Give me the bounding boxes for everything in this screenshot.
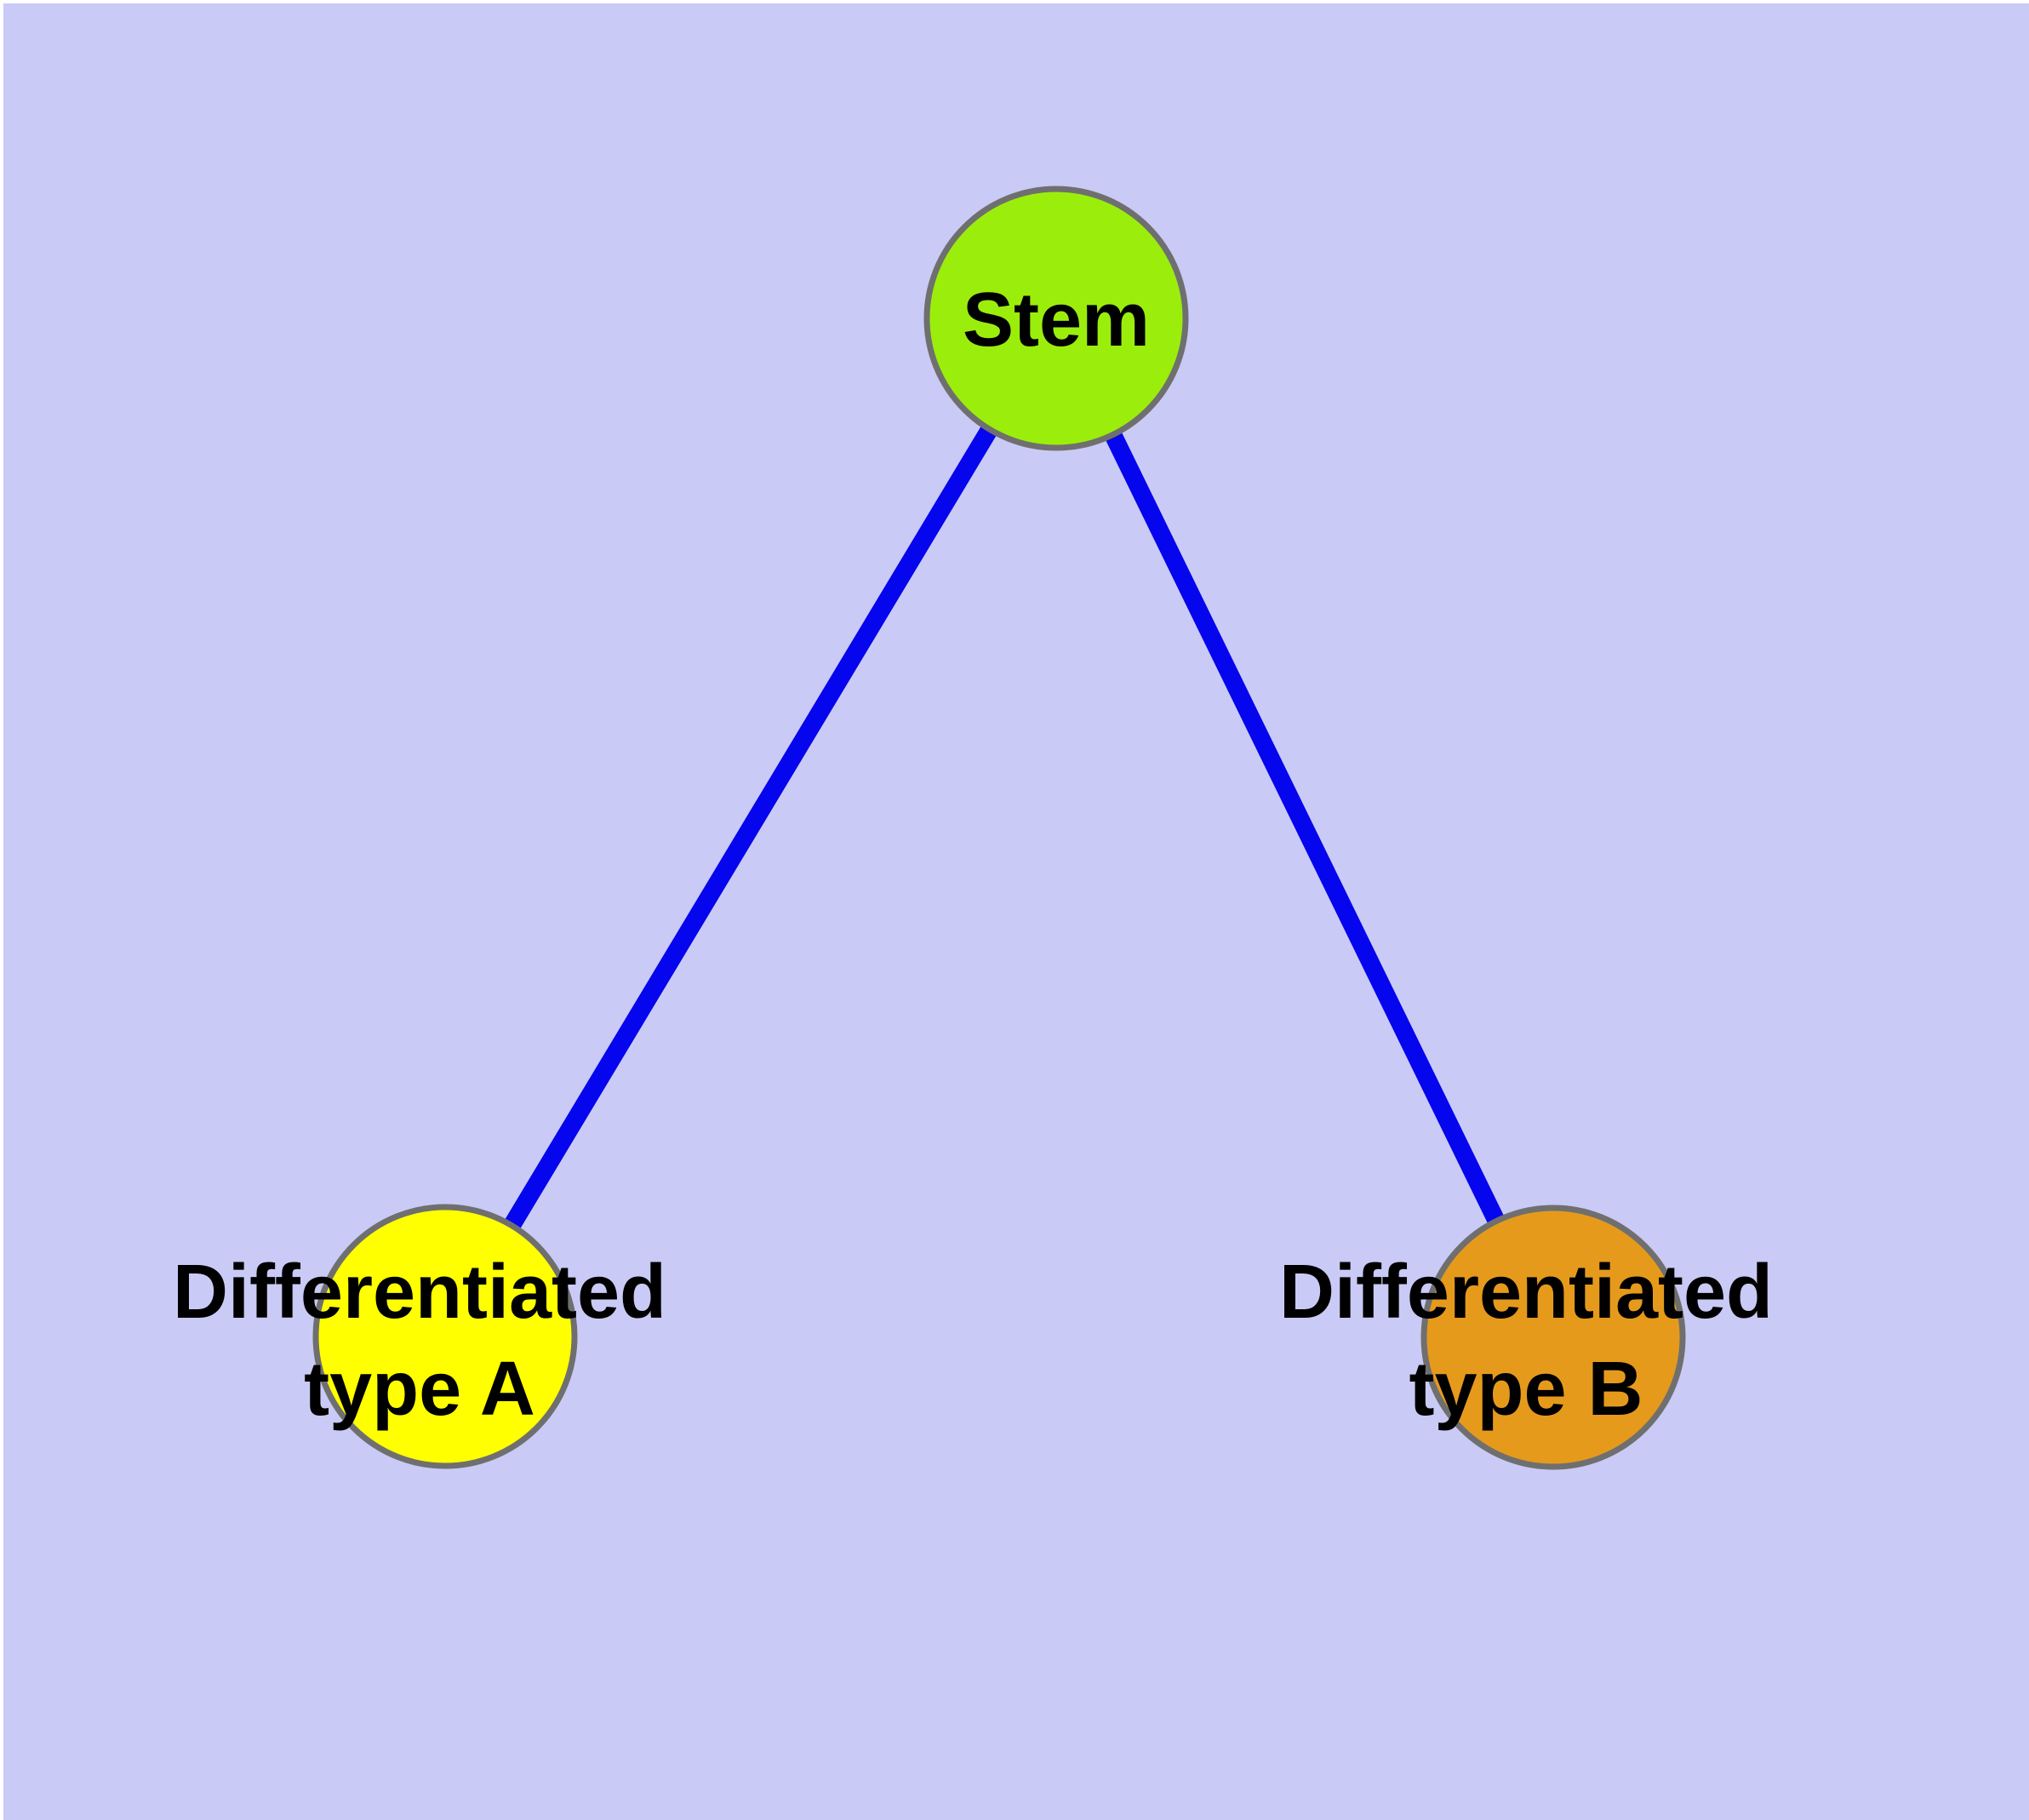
node-type-a [312,1204,578,1469]
node-stem [923,186,1189,451]
edge-stem-type-a [437,313,1065,1342]
edge-stem-type-b [1048,314,1562,1342]
node-label-stem: Stem [963,278,1150,363]
node-type-b [1420,1205,1686,1470]
